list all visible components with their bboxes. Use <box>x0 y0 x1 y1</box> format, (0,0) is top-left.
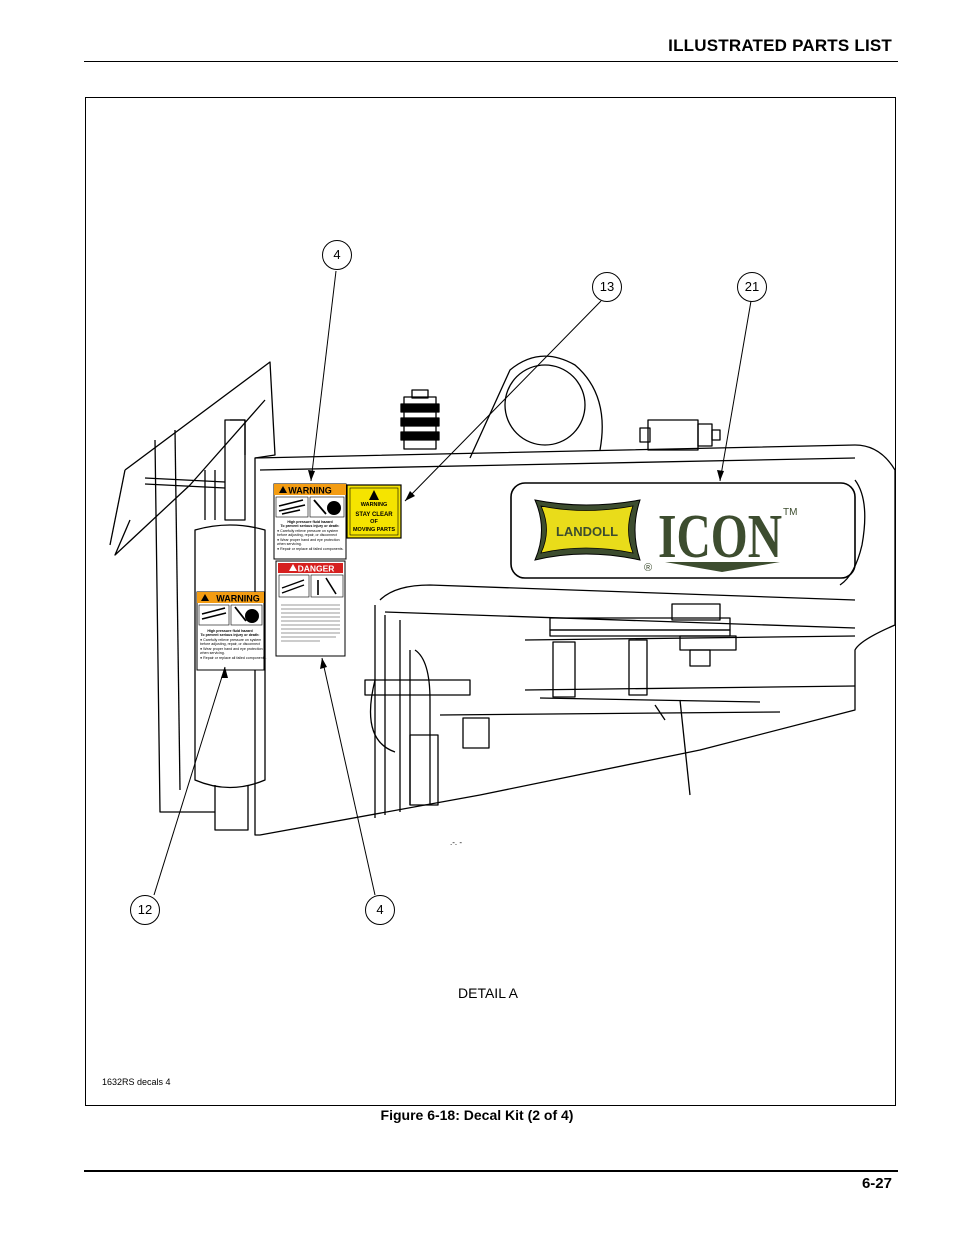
svg-text:WARNING: WARNING <box>361 502 388 508</box>
file-reference: 1632RS decals 4 <box>102 1077 171 1087</box>
svg-text:To prevent serious injury or d: To prevent serious injury or death: <box>200 633 259 637</box>
svg-text:when servicing.: when servicing. <box>277 542 302 546</box>
header-rule <box>84 61 898 62</box>
svg-text:before adjusting, repair, or d: before adjusting, repair, or disconnect <box>277 533 337 537</box>
danger-decal: DANGER <box>275 560 346 657</box>
svg-text:MOVING PARTS: MOVING PARTS <box>353 527 395 533</box>
danger-word: DANGER <box>298 564 335 574</box>
page-header-title: ILLUSTRATED PARTS LIST <box>668 36 892 55</box>
svg-text:● Repair or replace all failed: ● Repair or replace all failed component… <box>277 547 344 551</box>
callout-4-upper: 4 <box>322 240 352 270</box>
svg-text:.-. -: .-. - <box>450 838 462 847</box>
figure-caption: Figure 6-18: Decal Kit (2 of 4) <box>380 1107 574 1123</box>
logo-product: ICON <box>658 503 782 571</box>
landoll-icon-logo: LANDOLL ICON TM ® <box>534 499 797 574</box>
warning-word-upper: WARNING <box>288 486 332 496</box>
warning-word-cylinder: WARNING <box>216 594 260 604</box>
warning-decal-upper: WARNING High pressure fluid hazard To pr… <box>273 483 347 560</box>
callout-4-lower: 4 <box>365 895 395 925</box>
svg-text:To prevent serious injury or d: To prevent serious injury or death: <box>280 524 339 528</box>
svg-text:● Wear proper hand and eye pro: ● Wear proper hand and eye protection <box>277 538 340 542</box>
logo-registered: ® <box>644 562 652 574</box>
page-number: 6-27 <box>861 1175 892 1192</box>
footer-rule <box>84 1170 898 1172</box>
detail-label: DETAIL A <box>458 985 518 1001</box>
stay-clear-decal: WARNING STAY CLEAR OF MOVING PARTS <box>346 484 402 539</box>
svg-text:● Carefully relieve pressure o: ● Carefully relieve pressure on system <box>200 638 261 642</box>
svg-text:when servicing.: when servicing. <box>200 651 225 655</box>
callout-12: 12 <box>130 895 160 925</box>
svg-text:before adjusting, repair, or d: before adjusting, repair, or disconnect <box>200 642 260 646</box>
svg-text:STAY CLEAR: STAY CLEAR <box>355 512 393 518</box>
logo-tm: TM <box>783 507 797 518</box>
svg-text:High pressure fluid hazard: High pressure fluid hazard <box>207 629 252 633</box>
svg-text:High pressure fluid hazard: High pressure fluid hazard <box>287 520 332 524</box>
svg-text:OF: OF <box>370 519 378 525</box>
warning-decal-cylinder: WARNING High pressure fluid hazard To pr… <box>196 591 267 671</box>
callout-21: 21 <box>737 272 767 302</box>
svg-text:● Carefully relieve pressure o: ● Carefully relieve pressure on system <box>277 529 338 533</box>
callout-13: 13 <box>592 272 622 302</box>
svg-text:● Wear proper hand and eye pro: ● Wear proper hand and eye protection <box>200 647 263 651</box>
logo-brand: LANDOLL <box>556 524 618 539</box>
svg-text:● Repair or replace all failed: ● Repair or replace all failed component… <box>200 656 267 660</box>
